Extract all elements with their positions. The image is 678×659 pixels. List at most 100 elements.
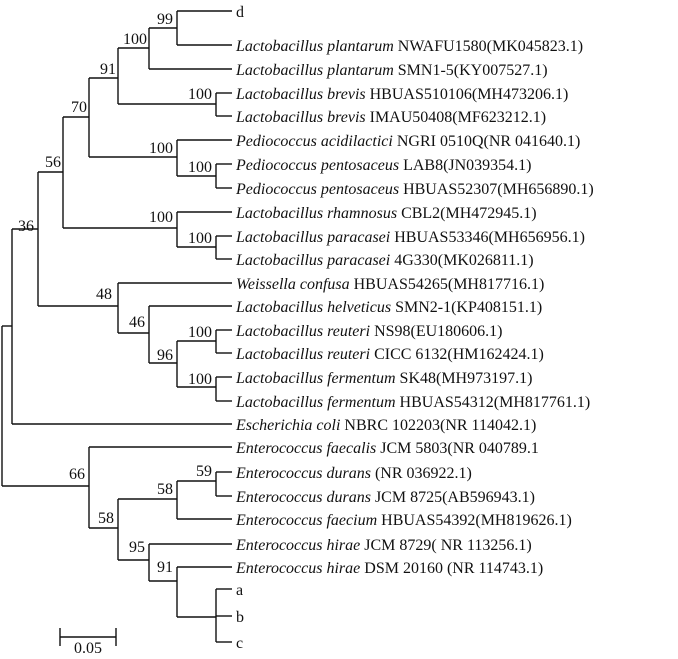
leaf-label: Lactobacillus paracasei HBUAS53346(MH656… (235, 229, 585, 246)
species-name: Enterococcus faecalis (235, 440, 376, 457)
leaf-label: d (236, 4, 244, 21)
strain-accession: JCM 8725(AB596943.1) (371, 489, 535, 506)
leaf-label: c (236, 635, 243, 652)
species-name: Pediococcus pentosaceus (235, 157, 399, 174)
leaf-label: Enterococcus hirae JCM 8729( NR 113256.1… (235, 537, 532, 554)
scale-bar-label: 0.05 (74, 640, 102, 657)
leaf-label: Enterococcus faecalis JCM 5803(NR 040789… (235, 440, 539, 457)
species-name: Enterococcus faecium (235, 512, 377, 529)
leaf-label: b (236, 609, 244, 626)
bootstrap-value: 58 (157, 481, 173, 498)
species-name: Lactobacillus brevis (235, 86, 366, 103)
bootstrap-value: 36 (18, 218, 34, 235)
leaf-label: Lactobacillus helveticus SMN2-1(KP408151… (235, 299, 542, 316)
leaf-label: Enterococcus durans JCM 8725(AB596943.1) (235, 489, 535, 506)
leaf-label: Lactobacillus paracasei 4G330(MK026811.1… (235, 252, 534, 269)
strain-accession: d (236, 4, 244, 21)
species-name: Weissella confusa (236, 276, 350, 293)
strain-accession: HBUAS54265(MH817716.1) (350, 276, 545, 293)
strain-accession: HBUAS54312(MH817761.1) (396, 394, 591, 411)
leaf-label: Enterococcus faecium HBUAS54392(MH819626… (235, 512, 572, 529)
leaf-label: Lactobacillus plantarum SMN1-5(KY007527.… (235, 62, 548, 79)
species-name: Lactobacillus paracasei (235, 229, 390, 246)
species-name: Enterococcus durans (235, 465, 371, 482)
strain-accession: HBUAS510106(MH473206.1) (366, 86, 569, 103)
species-name: Lactobacillus fermentum (235, 394, 396, 411)
bootstrap-value: 95 (129, 539, 145, 556)
tree-branches (1, 10, 232, 643)
strain-accession: NWAFU1580(MK045823.1) (394, 38, 583, 55)
strain-accession: b (236, 609, 244, 626)
bootstrap-value: 100 (188, 230, 212, 247)
leaf-label: Lactobacillus brevis HBUAS510106(MH47320… (235, 86, 568, 103)
strain-accession: (NR 036922.1) (371, 465, 472, 482)
strain-accession: JCM 5803(NR 040789.1 (376, 440, 539, 457)
strain-accession: HBUAS52307(MH656890.1) (399, 181, 594, 198)
leaf-label: Pediococcus acidilactici NGRI 0510Q(NR 0… (235, 133, 580, 150)
bootstrap-value: 100 (188, 324, 212, 341)
species-name: Lactobacillus reuteri (235, 346, 370, 363)
bootstrap-value: 100 (123, 31, 147, 48)
strain-accession: c (236, 635, 243, 652)
species-name: Lactobacillus plantarum (235, 38, 394, 55)
strain-accession: SMN1-5(KY007527.1) (394, 62, 548, 79)
strain-accession: NBRC 102203(NR 114042.1) (340, 417, 536, 434)
leaf-label: Lactobacillus rhamnosus CBL2(MH472945.1) (235, 205, 537, 222)
bootstrap-value: 91 (100, 61, 116, 78)
leaf-label: a (236, 582, 243, 599)
leaf-label: Enterococcus durans (NR 036922.1) (235, 465, 472, 482)
strain-accession: JCM 8729( NR 113256.1) (360, 537, 531, 554)
leaf-label: Pediococcus pentosaceus HBUAS52307(MH656… (235, 181, 594, 198)
bootstrap-value: 91 (157, 559, 173, 576)
strain-accession: NS98(EU180606.1) (370, 323, 502, 340)
bootstrap-value: 48 (96, 286, 112, 303)
leaf-label: Pediococcus pentosaceus LAB8(JN039354.1) (235, 157, 532, 174)
bootstrap-value: 99 (157, 11, 173, 28)
strain-accession: DSM 20160 (NR 114743.1) (360, 560, 543, 577)
strain-accession: SK48(MH973197.1) (396, 370, 533, 387)
strain-accession: CICC 6132(HM162424.1) (370, 346, 544, 363)
species-name: Enterococcus durans (235, 489, 371, 506)
leaf-label: Enterococcus hirae DSM 20160 (NR 114743.… (235, 560, 543, 577)
bootstrap-values: 9910091705636100100100100100484696100100… (18, 11, 212, 576)
strain-accession: IMAU50408(MF623212.1) (366, 109, 546, 126)
species-name: Escherichia coli (235, 417, 340, 434)
strain-accession: HBUAS54392(MH819626.1) (377, 512, 572, 529)
leaf-label: Lactobacillus brevis IMAU50408(MF623212.… (235, 109, 546, 126)
species-name: Lactobacillus paracasei (235, 252, 390, 269)
bootstrap-value: 100 (149, 209, 173, 226)
strain-accession: 4G330(MK026811.1) (390, 252, 533, 269)
strain-accession: SMN2-1(KP408151.1) (391, 299, 542, 316)
species-name: Enterococcus hirae (235, 537, 360, 554)
leaf-label: Lactobacillus plantarum NWAFU1580(MK0458… (235, 38, 583, 55)
bootstrap-value: 58 (98, 510, 114, 527)
leaf-label: Lactobacillus fermentum SK48(MH973197.1) (235, 370, 532, 387)
strain-accession: CBL2(MH472945.1) (397, 205, 537, 222)
bootstrap-value: 46 (129, 314, 145, 331)
scale-bar: 0.05 (59, 628, 117, 657)
species-name: Lactobacillus rhamnosus (235, 205, 397, 222)
species-name: Lactobacillus helveticus (235, 299, 391, 316)
bootstrap-value: 100 (188, 159, 212, 176)
strain-accession: LAB8(JN039354.1) (399, 157, 531, 174)
bootstrap-value: 100 (188, 86, 212, 103)
bootstrap-value: 100 (188, 371, 212, 388)
species-name: Lactobacillus reuteri (235, 323, 370, 340)
species-name: Pediococcus pentosaceus (235, 181, 399, 198)
bootstrap-value: 56 (45, 154, 61, 171)
bootstrap-value: 96 (157, 347, 173, 364)
bootstrap-value: 66 (69, 466, 85, 483)
leaf-label: Lactobacillus fermentum HBUAS54312(MH817… (235, 394, 590, 411)
strain-accession: a (236, 582, 243, 599)
bootstrap-value: 70 (71, 99, 87, 116)
strain-accession: NGRI 0510Q(NR 041640.1) (393, 133, 581, 150)
leaf-label: Escherichia coli NBRC 102203(NR 114042.1… (235, 417, 536, 434)
species-name: Enterococcus hirae (235, 560, 360, 577)
bootstrap-value: 59 (196, 463, 212, 480)
species-name: Pediococcus acidilactici (235, 133, 393, 150)
species-name: Lactobacillus fermentum (235, 370, 396, 387)
leaf-label: Lactobacillus reuteri CICC 6132(HM162424… (235, 346, 544, 363)
species-name: Lactobacillus brevis (235, 109, 366, 126)
